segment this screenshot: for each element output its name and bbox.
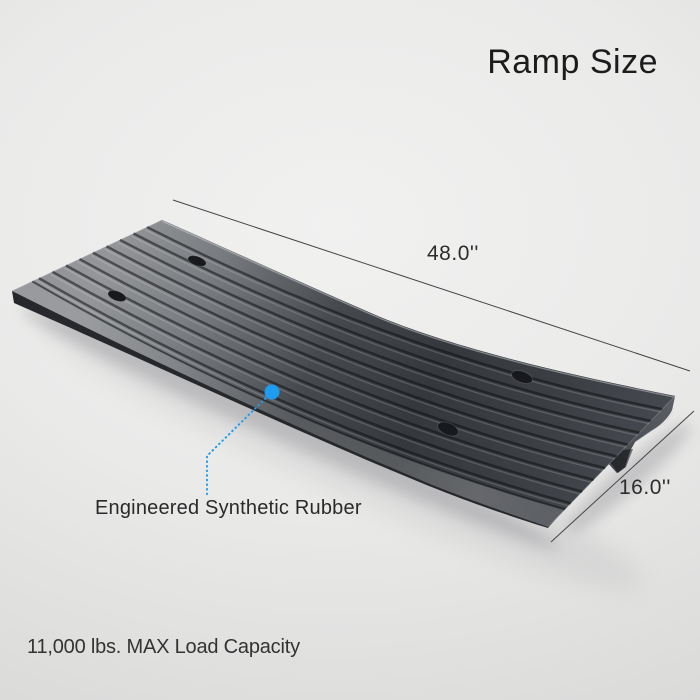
mounting-holes [107,255,534,437]
length-dimension-label: 48.0'' [427,242,479,265]
page-title: Ramp Size [487,43,658,81]
material-label: Engineered Synthetic Rubber [95,497,362,519]
dimension-line-length [172,199,691,372]
dimension-line-width [550,410,695,543]
mounting-hole [187,255,207,267]
ramp-front-bevel-groove [31,280,566,511]
load-capacity-label: 11,000 lbs. MAX Load Capacity [27,636,300,658]
ramp-end-chamfer-highlight [634,410,674,443]
callout-dot [264,384,280,400]
ramp-right-arris-highlight [547,395,676,528]
material-callout [206,384,280,498]
ramp-back-edge-highlight [161,220,676,398]
mounting-hole [437,421,459,437]
callout-line [206,391,273,498]
width-dimension-label: 16.0'' [619,476,671,499]
mounting-hole [107,289,127,303]
ramp-left-edge-highlight [11,219,163,292]
mounting-hole [510,370,534,384]
